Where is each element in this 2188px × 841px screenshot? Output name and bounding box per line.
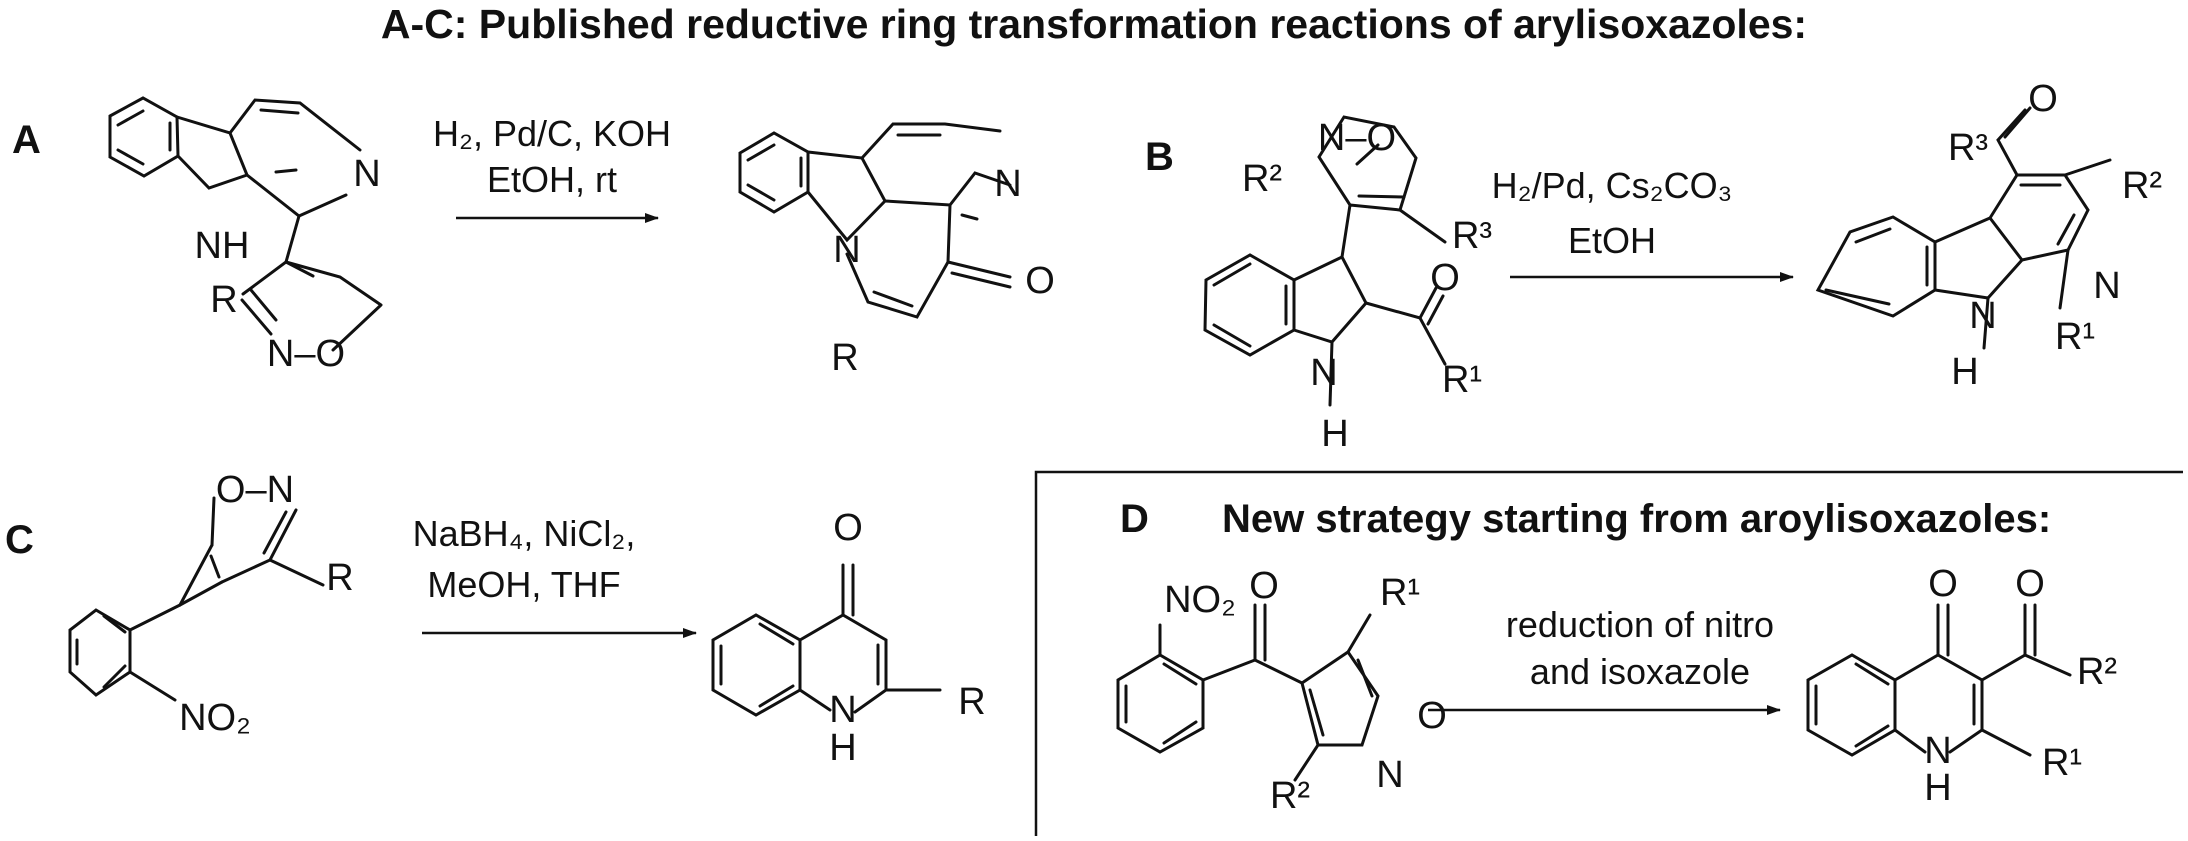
b-sm-atom-h: H — [1321, 413, 1348, 455]
c-p-atom-h: H — [829, 727, 856, 769]
section-a-label: A — [12, 118, 41, 162]
section-a-product: N N R O — [738, 122, 1055, 379]
b-p-atom-n-pyridine: N — [2093, 265, 2120, 307]
section-d-frame — [1034, 470, 2183, 836]
section-a: A N NH R N–O H₂, Pd/C, KOH EtOH, rt — [12, 96, 1055, 379]
section-b-starting-material: N–O R² R³ O N H R¹ — [1203, 115, 1492, 455]
section-b-arrow: H₂/Pd, Cs₂CO₃ EtOH — [1492, 165, 1794, 282]
section-b-product: R³ O R² N N H R¹ — [1815, 78, 2162, 393]
a-sm-atom-nh: NH — [195, 225, 250, 267]
a-p-atom-n-pyridine: N — [994, 163, 1021, 205]
section-c-starting-material: O–N R NO₂ — [68, 469, 354, 739]
b-p-atom-h: H — [1951, 351, 1978, 393]
a-p-atom-n-indole: N — [833, 229, 860, 271]
b-sm-atom-r1: R¹ — [1442, 359, 1482, 401]
b-sm-atom-r2: R² — [1242, 158, 1282, 200]
section-c: C O–N R NO₂ NaBH₄, NiCl₂, MeOH, THF — [5, 469, 986, 769]
d-sm-atom-o-ketone: O — [1249, 565, 1279, 607]
c-conditions-line-2: MeOH, THF — [427, 564, 620, 605]
a-conditions-line-2: EtOH, rt — [487, 159, 617, 200]
section-b: B N–O R² R³ O N H R¹ H₂/Pd, Cs₂CO₃ EtOH — [1145, 78, 2162, 455]
d-sm-atom-no2: NO₂ — [1164, 579, 1236, 621]
a-sm-atom-n-o: N–O — [267, 333, 345, 375]
c-sm-atom-no2: NO₂ — [179, 697, 251, 739]
section-d-starting-material: NO₂ O R¹ O N R² — [1116, 565, 1447, 817]
d-sm-atom-r1: R¹ — [1380, 572, 1420, 614]
section-d-title: New strategy starting from aroylisoxazol… — [1222, 497, 2051, 541]
c-p-atom-n: N — [829, 689, 856, 731]
c-sm-atom-r: R — [326, 557, 353, 599]
a-p-atom-r: R — [831, 337, 858, 379]
b-p-atom-o: O — [2028, 78, 2058, 120]
c-conditions-line-1: NaBH₄, NiCl₂, — [413, 513, 636, 554]
section-c-arrow: NaBH₄, NiCl₂, MeOH, THF — [413, 513, 697, 638]
a-conditions-line-1: H₂, Pd/C, KOH — [433, 113, 671, 154]
d-p-atom-h: H — [1924, 767, 1951, 809]
b-p-atom-n-indole: N — [1969, 295, 1996, 337]
d-p-atom-r2: R² — [2077, 651, 2117, 693]
d-p-atom-o-quinolone: O — [1928, 563, 1958, 605]
b-sm-atom-o: O — [1430, 257, 1460, 299]
b-p-atom-r1: R¹ — [2055, 316, 2095, 358]
c-p-atom-r: R — [958, 681, 985, 723]
section-d-product: O O R² N H R¹ — [1806, 563, 2117, 809]
d-p-atom-n: N — [1924, 730, 1951, 772]
a-p-atom-o: O — [1025, 260, 1055, 302]
b-sm-atom-r3: R³ — [1452, 215, 1492, 257]
section-c-label: C — [5, 518, 34, 562]
section-d-label: D — [1120, 497, 1149, 541]
b-p-atom-r3: R³ — [1948, 127, 1988, 169]
section-c-product: O N H R — [711, 507, 986, 769]
section-d: D New strategy starting from aroylisoxaz… — [1116, 497, 2117, 817]
c-sm-atom-o-n: O–N — [216, 469, 294, 511]
section-a-arrow: H₂, Pd/C, KOH EtOH, rt — [433, 113, 671, 223]
d-p-atom-r1: R¹ — [2042, 742, 2082, 784]
section-b-label: B — [1145, 135, 1174, 179]
d-sm-atom-n: N — [1376, 754, 1403, 796]
b-conditions-line-2: EtOH — [1568, 220, 1656, 261]
d-p-atom-o-acyl: O — [2015, 563, 2045, 605]
d-sm-atom-r2: R² — [1270, 775, 1310, 817]
section-d-arrow: reduction of nitro and isoxazole — [1428, 604, 1781, 715]
d-sm-atom-o-isoxazole: O — [1417, 695, 1447, 737]
d-conditions-line-2: and isoxazole — [1530, 651, 1750, 692]
a-sm-atom-r: R — [210, 279, 237, 321]
d-conditions-line-1: reduction of nitro — [1506, 604, 1774, 645]
section-a-starting-material: N NH R N–O — [108, 96, 383, 375]
c-p-atom-o: O — [833, 507, 863, 549]
b-sm-atom-n: N — [1310, 352, 1337, 394]
scheme-title: A-C: Published reductive ring transforma… — [381, 1, 1807, 47]
b-sm-atom-n-o: N–O — [1318, 117, 1396, 159]
a-sm-atom-n-pyridine: N — [353, 153, 380, 195]
b-p-atom-r2: R² — [2122, 165, 2162, 207]
b-conditions-line-1: H₂/Pd, Cs₂CO₃ — [1492, 165, 1733, 206]
